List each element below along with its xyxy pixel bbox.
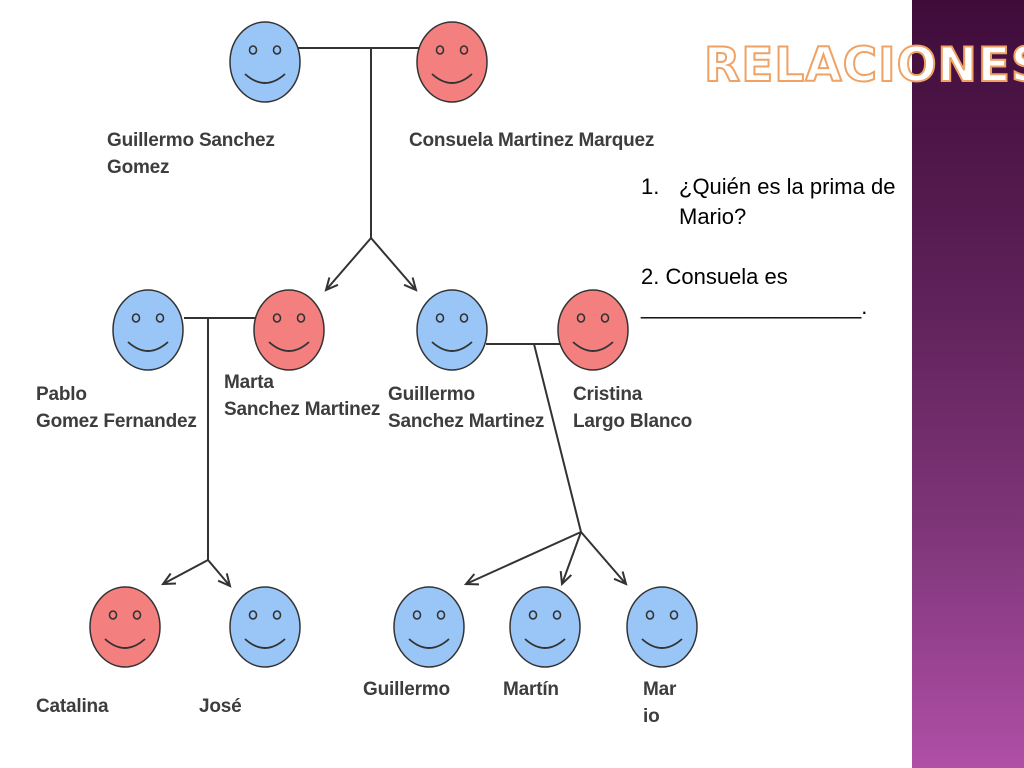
arrowhead-1 — [403, 277, 418, 292]
face-cristina-largo-blanco — [557, 289, 629, 371]
branch-line-jose — [207, 559, 231, 587]
questions-box: 1. ¿Quién es la prima de Mario? 2. Consu… — [641, 172, 911, 322]
face-guillermo-sanchez-gomez — [229, 21, 301, 103]
name-guillermo-child: Guillermo — [363, 679, 450, 700]
branch-line-martin — [561, 531, 582, 585]
face-guillermo — [393, 586, 465, 668]
question-1-text: ¿Quién es la prima de Mario? — [679, 174, 896, 229]
question-2-text: 2. Consuela es — [641, 264, 788, 289]
arrowheads — [160, 277, 628, 588]
face-guillermo-sanchez-martinez — [416, 289, 488, 371]
branch-line-marta — [325, 237, 372, 291]
face-mario — [626, 586, 698, 668]
branch-line-guillermo-child — [465, 531, 582, 585]
question-2-blank: __________________. — [641, 294, 868, 319]
decorative-sidebar — [912, 0, 1024, 768]
arrowhead-4 — [463, 573, 480, 586]
arrowhead-0 — [324, 277, 339, 292]
branch-line-guillermo — [370, 237, 417, 291]
arrowhead-2 — [160, 572, 177, 586]
arrowhead-3 — [217, 573, 232, 588]
name-consuela-martinez-marquez: Consuela Martinez Marquez — [409, 130, 655, 151]
arrowhead-6 — [613, 571, 628, 586]
person-faces — [89, 21, 698, 668]
face-pablo-gomez-fernandez — [112, 289, 184, 371]
face-jose — [229, 586, 301, 668]
face-marta-sanchez-martinez — [253, 289, 325, 371]
face-martin — [509, 586, 581, 668]
face-consuela-martinez-marquez — [416, 21, 488, 103]
name-guillermo-sanchez-martinez: Guillermo Sanchez Martinez — [388, 384, 545, 432]
relationship-lines — [162, 47, 627, 587]
name-mario: Mar io — [643, 679, 677, 727]
family-tree-diagram — [89, 21, 698, 668]
branch-line-catalina — [162, 559, 209, 585]
name-jose: José — [199, 696, 242, 717]
name-martin: Martín — [503, 679, 559, 700]
descent-line-guillermo-cristina — [533, 343, 582, 533]
question-2: 2. Consuela es __________________. — [641, 262, 911, 322]
name-catalina: Catalina — [36, 696, 109, 717]
name-pablo-gomez-fernandez: Pablo Gomez Fernandez — [36, 384, 197, 432]
arrowhead-5 — [559, 570, 573, 587]
question-1: 1. ¿Quién es la prima de Mario? — [641, 172, 911, 232]
slide-title: RELACIONES — [703, 37, 1024, 94]
name-marta-sanchez-martinez: Marta Sanchez Martinez — [224, 372, 381, 420]
branch-line-mario — [580, 531, 627, 585]
face-catalina — [89, 586, 161, 668]
question-1-number: 1. — [641, 174, 660, 199]
name-guillermo-sanchez-gomez: Guillermo Sanchez Gomez — [107, 130, 275, 178]
name-cristina-largo-blanco: Cristina Largo Blanco — [573, 384, 693, 432]
